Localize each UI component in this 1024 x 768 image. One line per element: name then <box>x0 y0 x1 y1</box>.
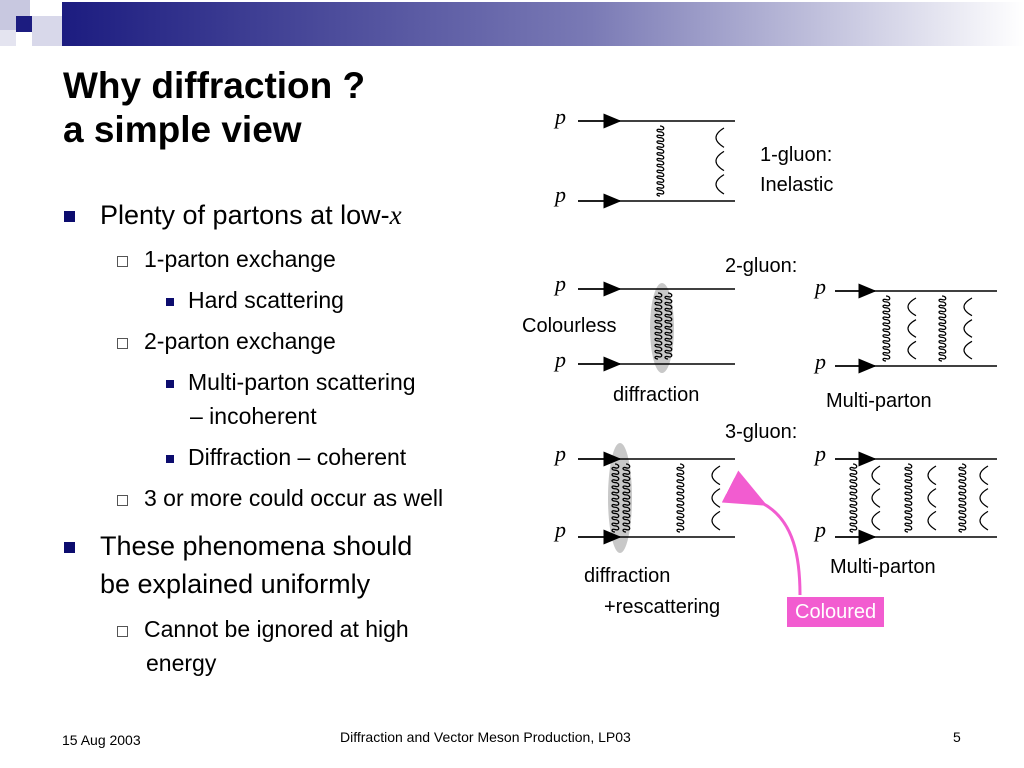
outgoing-arc <box>979 488 989 508</box>
label-1-gluon: 1-gluon: <box>760 144 833 166</box>
sub-bullet-3-or-more: 3 or more could occur as well <box>117 483 443 513</box>
outgoing-arc <box>927 510 937 531</box>
sub-sub-bullet-diffraction: Diffraction – coherent <box>166 442 406 472</box>
gluon-coil <box>611 463 620 533</box>
gluon-coil <box>904 463 913 533</box>
gluon-coil <box>938 295 947 362</box>
title-line-1: Why diffraction ? <box>63 65 366 106</box>
outgoing-arc <box>715 174 725 195</box>
footer-date: 15 Aug 2003 <box>62 732 141 748</box>
label-rescattering: +rescattering <box>604 596 721 618</box>
outgoing-arc <box>711 510 721 531</box>
outgoing-arc <box>927 465 937 486</box>
label-2-gluon: 2-gluon: <box>725 255 798 277</box>
gluon-coil <box>958 463 967 533</box>
outgoing-arc <box>907 297 917 317</box>
p-label: p <box>555 441 566 466</box>
label-multi-parton-2g: Multi-parton <box>826 390 932 412</box>
coloured-badge: Coloured <box>787 597 885 627</box>
outgoing-arc <box>871 488 881 508</box>
multi-parton-continuation: – incoherent <box>190 403 317 429</box>
outgoing-arc <box>979 465 989 486</box>
bullet-phenomena-line2: be explained uniformly <box>100 569 371 599</box>
p-label: p <box>555 517 566 542</box>
outgoing-arc <box>979 510 989 531</box>
final-state-arcs <box>711 127 989 531</box>
p-label: p <box>555 347 566 372</box>
sub-bullet-2-parton: 2-parton exchange <box>117 326 336 356</box>
outgoing-arc <box>711 465 721 486</box>
p-label: p <box>555 104 566 129</box>
label-3-gluon: 3-gluon: <box>725 421 798 443</box>
gluon-coil <box>664 292 673 360</box>
sub-bullet-cannot-ignore: Cannot be ignored at high <box>117 614 409 644</box>
title-line-2: a simple view <box>63 109 302 150</box>
gluon-coil <box>656 125 665 197</box>
p-label: p <box>815 441 826 466</box>
gluon-coil <box>654 292 663 360</box>
slide-title: Why diffraction ? a simple view <box>63 64 365 152</box>
outgoing-arc <box>927 488 937 508</box>
diagram-one-gluon <box>578 113 735 209</box>
variable-x: x <box>389 200 402 230</box>
outgoing-arc <box>711 488 721 508</box>
outgoing-arc <box>715 150 725 172</box>
label-diffraction-3g: diffraction <box>584 565 671 587</box>
sub-bullet-cannot-ignore-line2: energy <box>146 650 217 676</box>
outgoing-arc <box>871 510 881 531</box>
p-label: p <box>555 271 566 296</box>
outgoing-arc <box>907 319 917 338</box>
footer-page-number: 5 <box>953 729 961 745</box>
sub-sub-bullet-hard-scattering: Hard scattering <box>166 285 344 315</box>
diagram-three-gluon-multiparton <box>835 451 997 545</box>
gluon-coil <box>622 463 631 533</box>
outgoing-arc <box>963 319 973 338</box>
coloured-pointer-arrow <box>721 470 802 596</box>
p-label: p <box>815 349 826 374</box>
label-inelastic: Inelastic <box>760 174 834 196</box>
footer-title: Diffraction and Vector Meson Production,… <box>340 729 631 745</box>
bullet-phenomena: These phenomena should <box>64 529 412 563</box>
p-label: p <box>815 274 826 299</box>
diagram-two-gluon-multiparton <box>835 283 997 374</box>
outgoing-arc <box>963 340 973 360</box>
label-colourless: Colourless <box>522 315 617 337</box>
outgoing-arc <box>715 127 725 148</box>
gluon-coil <box>882 295 891 362</box>
p-label: p <box>555 182 566 207</box>
outgoing-arc <box>963 297 973 317</box>
outgoing-arc <box>907 340 917 360</box>
header-decoration <box>0 0 1024 46</box>
label-multi-parton-3g: Multi-parton <box>830 556 936 578</box>
p-label: p <box>815 517 826 542</box>
sub-bullet-1-parton: 1-parton exchange <box>117 244 336 274</box>
label-diffraction-2g: diffraction <box>613 384 700 406</box>
gluon-coil <box>849 463 858 533</box>
outgoing-arc <box>871 465 881 486</box>
gluon-coil <box>676 463 685 533</box>
gluon-lines <box>611 125 967 533</box>
bullet-plenty-partons: Plenty of partons at low-x <box>64 198 402 232</box>
sub-sub-bullet-multi-parton: Multi-parton scattering <box>166 367 416 397</box>
